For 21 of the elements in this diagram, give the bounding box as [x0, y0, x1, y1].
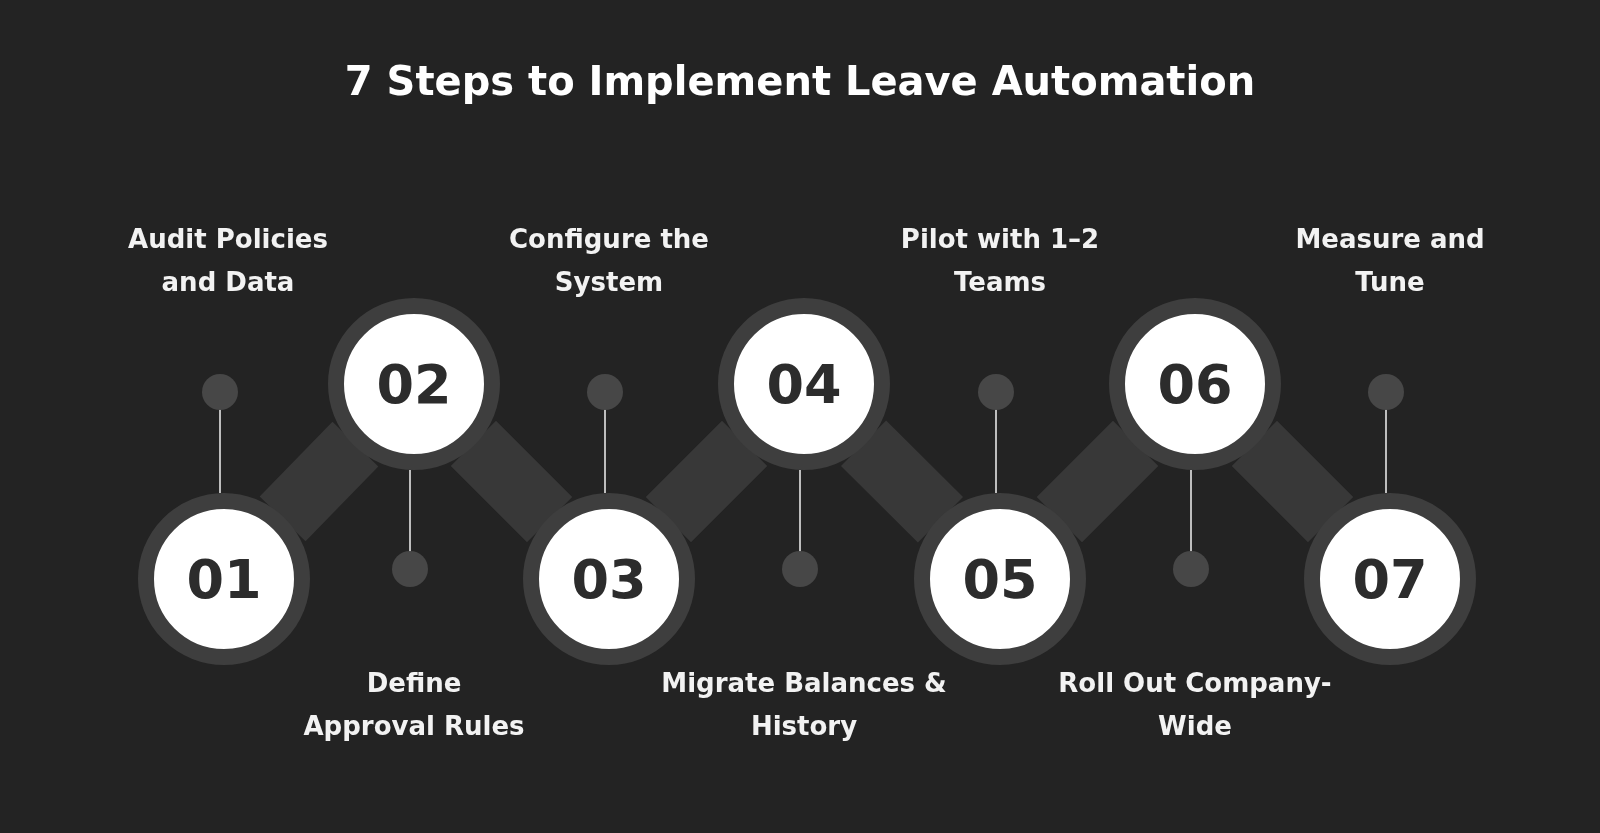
connector-band — [645, 420, 768, 543]
connector-band — [1036, 420, 1159, 543]
step-label: Configure the System — [508, 223, 710, 299]
connector-band — [841, 420, 964, 543]
step-label: Roll Out Company-Wide — [1057, 667, 1333, 743]
step-label: Define Approval Rules — [302, 667, 526, 743]
step-label: Pilot with 1–2 Teams — [899, 223, 1101, 299]
step-number: 02 — [376, 352, 452, 416]
step-number: 01 — [186, 547, 262, 611]
step-number: 03 — [571, 547, 647, 611]
step-label: Measure and Tune — [1294, 223, 1486, 299]
connector-band — [259, 421, 379, 542]
step-number: 04 — [766, 352, 842, 416]
step-number: 07 — [1352, 547, 1428, 611]
step-label: Migrate Balances & History — [660, 667, 948, 743]
step-number: 05 — [962, 547, 1038, 611]
step-number: 06 — [1157, 352, 1233, 416]
step-label: Audit Policies and Data — [127, 223, 329, 299]
title: 7 Steps to Implement Leave Automation — [344, 58, 1256, 104]
connector-band — [450, 420, 573, 543]
connector-band — [1231, 420, 1354, 543]
